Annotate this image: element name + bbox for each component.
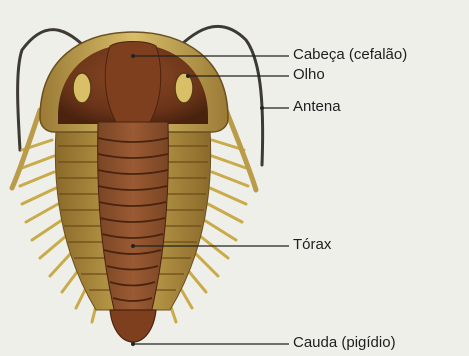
- label-eye: Olho: [293, 66, 325, 83]
- glabella: [105, 42, 161, 123]
- leader-dot-tail: [131, 342, 135, 346]
- leader-dot-antenna: [260, 106, 264, 110]
- leader-dot-thorax: [131, 244, 135, 248]
- pygidium: [110, 310, 156, 342]
- leader-dot-eye: [186, 74, 190, 78]
- label-antenna: Antena: [293, 98, 341, 115]
- leader-dot-head: [131, 54, 135, 58]
- left-eye: [73, 73, 91, 103]
- right-eye: [175, 73, 193, 103]
- label-thorax: Tórax: [293, 236, 331, 253]
- label-head: Cabeça (cefalão): [293, 46, 407, 63]
- left-genal-spine: [12, 110, 40, 188]
- label-tail: Cauda (pigídio): [293, 334, 396, 351]
